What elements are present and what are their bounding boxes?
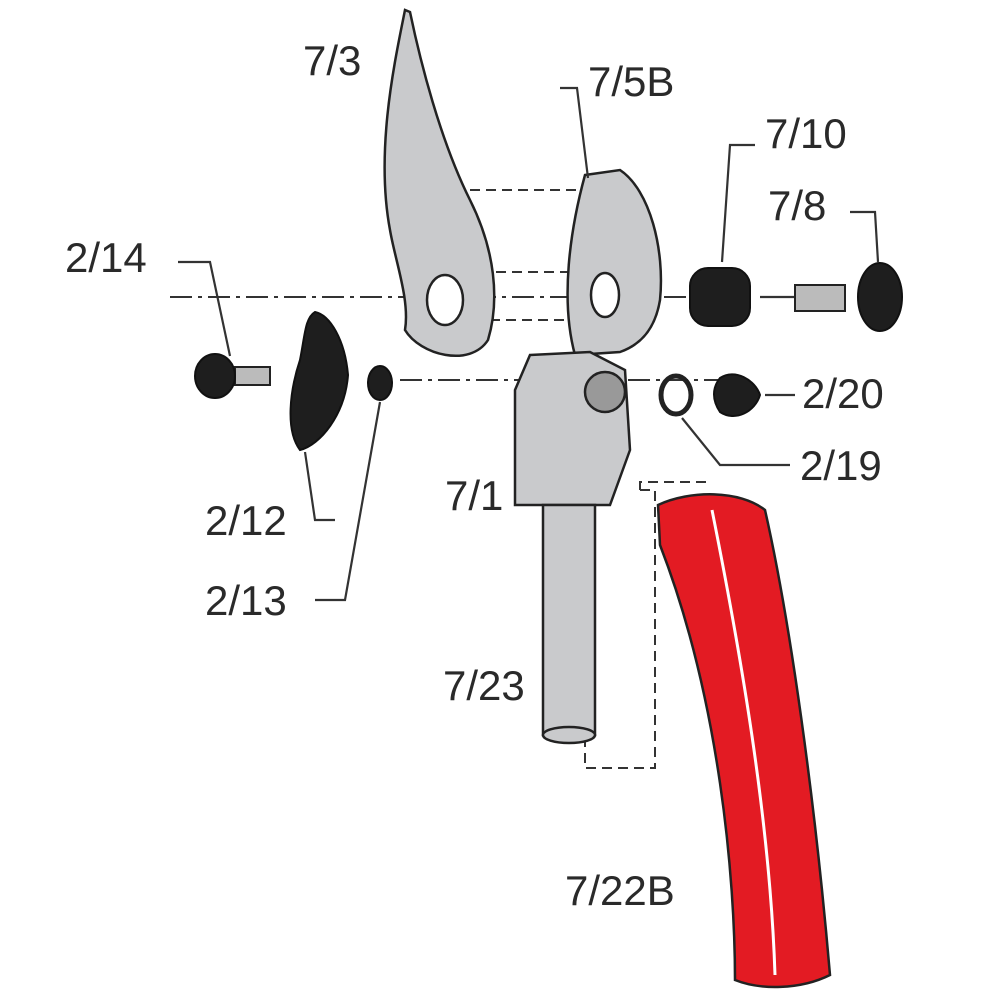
rod-part: [541, 503, 597, 737]
label-2-19: 2/19: [800, 442, 882, 489]
handle-highlight: [710, 509, 777, 976]
screw-head: [194, 353, 236, 399]
label-7-23: 7/23: [443, 662, 525, 709]
label-7-3: 7/3: [303, 37, 361, 84]
leader-7-10: [720, 143, 755, 263]
anvil-part: [566, 168, 663, 357]
label-2-13: 2/13: [205, 577, 287, 624]
blade-part: [383, 8, 496, 357]
cap-part: [713, 373, 762, 417]
leader-2-13: [315, 401, 382, 602]
leader-7-8: [850, 210, 880, 263]
label-7-8: 7/8: [768, 182, 826, 229]
screw-thread: [234, 366, 271, 386]
label-2-12: 2/12: [205, 497, 287, 544]
red-handle-part: [656, 493, 832, 989]
lower-body-pivot: [583, 370, 627, 414]
bolt-thread: [794, 284, 846, 312]
leader-7-5b: [560, 86, 590, 179]
label-2-20: 2/20: [802, 370, 884, 417]
handle-guide-line: [639, 481, 712, 490]
leader-2-14: [178, 260, 232, 357]
label-7-22b: 7/22B: [565, 867, 675, 914]
label-7-10: 7/10: [765, 110, 847, 157]
label-7-5b: 7/5B: [588, 58, 674, 105]
leader-2-19: [681, 417, 790, 467]
leader-2-12: [303, 451, 335, 522]
bolt-head: [857, 262, 903, 332]
bushing-part: [689, 267, 751, 327]
adjusting-plate-part: [289, 310, 350, 452]
washer-part: [367, 365, 393, 401]
rod-end: [541, 725, 597, 745]
label-2-14: 2/14: [65, 234, 147, 281]
handle-guide-line: [584, 489, 656, 769]
anvil-hole: [589, 271, 621, 319]
blade-pivot-hole: [425, 273, 465, 327]
ring-part: [658, 373, 694, 417]
label-7-1: 7/1: [445, 472, 503, 519]
